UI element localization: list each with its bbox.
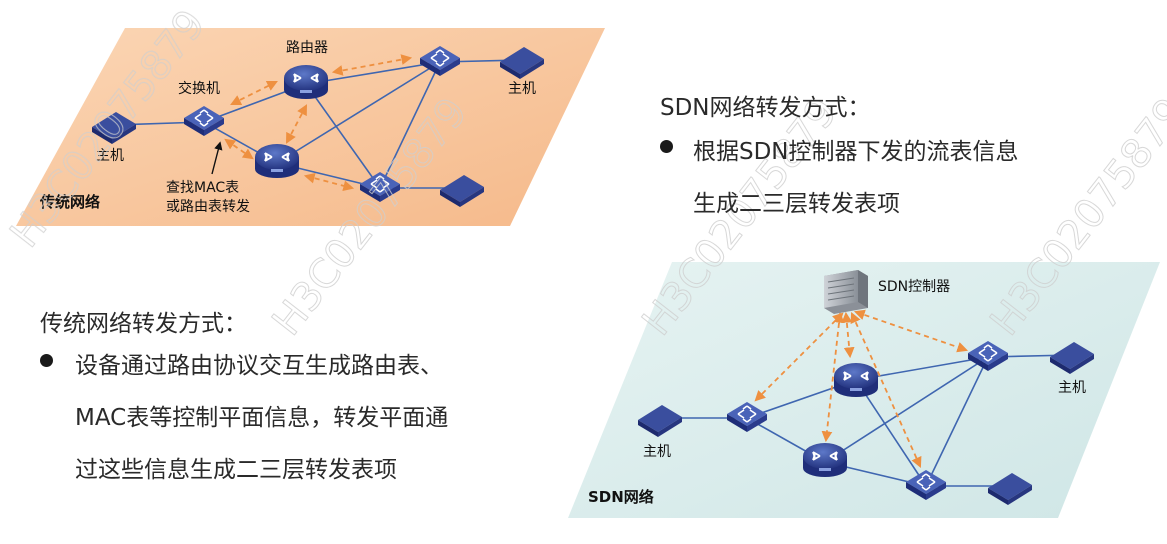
traditional-bullet-line3: 过这些信息生成二三层转发表项	[75, 457, 397, 483]
switch-label: 交换机	[178, 80, 220, 97]
sdn-controller-arrows	[754, 309, 969, 468]
router-label: 路由器	[286, 40, 328, 56]
traditional-router-top-icon	[283, 64, 329, 100]
sdn-controller-server-icon	[824, 270, 868, 314]
traditional-network-diagram: 路由器 交换机 主机 主机 查找MAC表 或路由表转发 传统网络	[16, 28, 605, 226]
traditional-forwarding-heading: 传统网络转发方式：	[40, 311, 247, 337]
sdn-bullet-line1: 根据SDN控制器下发的流表信息	[693, 139, 1019, 165]
sdn-controller-label: SDN控制器	[878, 279, 950, 295]
sdn-router-bottom-icon	[802, 442, 848, 478]
traditional-region-background	[16, 28, 605, 226]
bullet-dot	[40, 354, 53, 367]
traditional-host-left-label: 主机	[96, 148, 124, 164]
traditional-forwarding-arrows	[224, 54, 413, 192]
sdn-network-diagram: SDN控制器 主机 主机 SDN网络	[568, 262, 1160, 518]
traditional-region-label: 传统网络	[39, 193, 100, 211]
traditional-forwarding-bullet: 设备通过路由协议交互生成路由表、 MAC表等控制平面信息，转发平面通 过这些信息…	[40, 340, 448, 496]
traditional-bullet-line1: 设备通过路由协议交互生成路由表、	[75, 353, 443, 379]
bullet-dot	[660, 140, 673, 153]
sdn-host-left-label: 主机	[643, 444, 671, 460]
lookup-pointer-arrow	[211, 141, 223, 175]
lookup-label-line2: 或路由表转发	[166, 199, 250, 215]
traditional-host-right-label: 主机	[508, 81, 536, 97]
sdn-bullet-line2: 生成二三层转发表项	[693, 191, 900, 217]
sdn-router-top-icon	[833, 362, 879, 398]
sdn-forwarding-text: SDN网络转发方式： 根据SDN控制器下发的流表信息 生成二三层转发表项	[660, 88, 1019, 230]
traditional-router-bottom-icon	[254, 143, 300, 179]
sdn-forwarding-bullet: 根据SDN控制器下发的流表信息 生成二三层转发表项	[660, 126, 1019, 230]
traditional-bullet-line2: MAC表等控制平面信息，转发平面通	[75, 405, 449, 431]
sdn-region-label: SDN网络	[588, 488, 654, 506]
sdn-forwarding-heading: SDN网络转发方式：	[660, 95, 871, 121]
sdn-host-right-label: 主机	[1058, 380, 1086, 396]
lookup-label-line1: 查找MAC表	[166, 180, 239, 196]
traditional-forwarding-text: 传统网络转发方式： 设备通过路由协议交互生成路由表、 MAC表等控制平面信息，转…	[40, 304, 448, 496]
